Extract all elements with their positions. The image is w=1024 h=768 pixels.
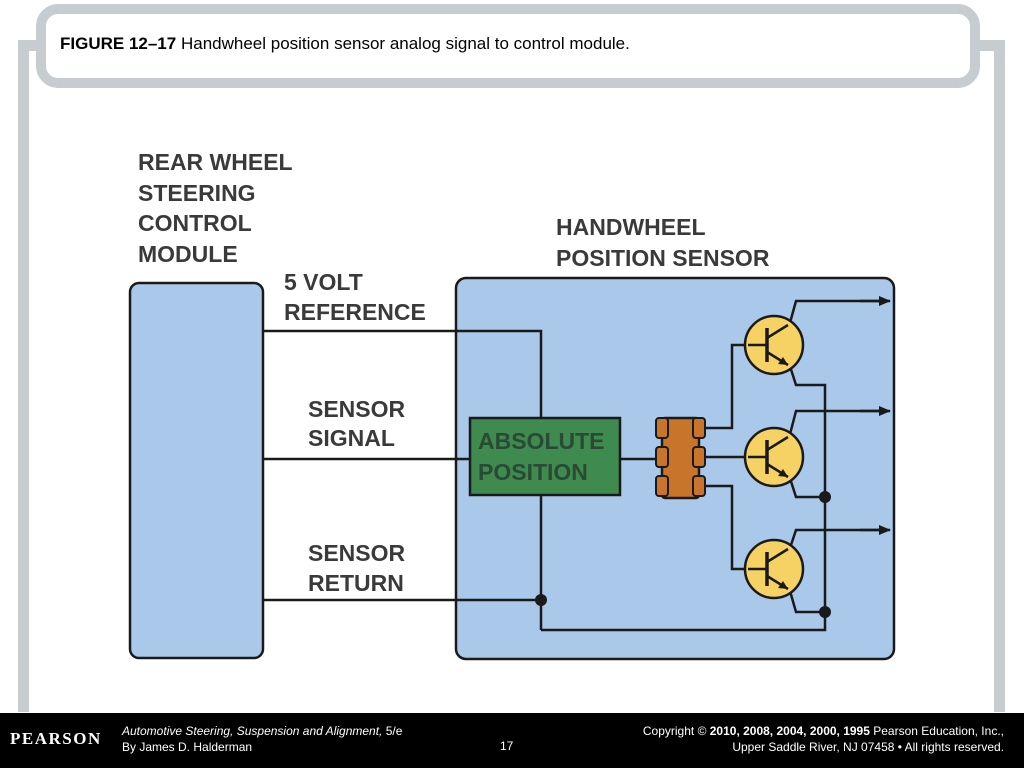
module-label-line4: MODULE — [138, 241, 238, 267]
reference-label-line2: REFERENCE — [284, 299, 426, 325]
signal-label-line1: SENSOR — [308, 396, 406, 422]
absolute-label-line1: ABSOLUTE — [478, 428, 605, 454]
transistor-1 — [743, 314, 805, 376]
figure-title: FIGURE 12–17 Handwheel position sensor a… — [60, 34, 630, 54]
figure-number: FIGURE 12–17 — [60, 34, 177, 53]
transistor-2 — [743, 426, 805, 488]
slide-frame-left — [18, 40, 29, 712]
pearson-logo: PEARSON — [10, 729, 102, 748]
junctions — [535, 491, 831, 618]
output-arrows — [860, 296, 891, 535]
copyright-notice: Copyright © 2010, 2008, 2004, 2000, 1995… — [643, 723, 1004, 755]
junction-return — [535, 594, 547, 606]
figure-caption: Handwheel position sensor analog signal … — [180, 34, 630, 53]
t1-emitter-wire — [786, 359, 827, 497]
reference-wire — [263, 329, 543, 418]
copyright-address: Upper Saddle River, NJ 07458 • All right… — [732, 740, 1004, 754]
slide-frame-corner-right — [970, 40, 1005, 51]
copyright-prefix: Copyright © — [642, 724, 710, 738]
module-label-line1: REAR WHEEL — [138, 149, 293, 175]
absolute-position-block — [468, 416, 622, 497]
sensor-label-line1: HANDWHEEL — [556, 214, 706, 240]
connector — [655, 416, 706, 500]
slide-frame-right — [994, 40, 1005, 712]
junction-ground-2 — [819, 606, 831, 618]
ground-bus-wire — [541, 497, 827, 632]
return-label-line1: SENSOR — [308, 540, 406, 566]
signal-label-line2: SIGNAL — [308, 425, 395, 451]
wires — [263, 299, 883, 632]
title-frame — [36, 4, 980, 88]
slide-footer: PEARSON Automotive Steering, Suspension … — [0, 713, 1024, 768]
book-citation: Automotive Steering, Suspension and Alig… — [122, 723, 402, 755]
transistor-3 — [743, 538, 805, 600]
book-author: By James D. Halderman — [122, 740, 253, 754]
book-edition: 5/e — [382, 724, 403, 738]
pin3-wire — [699, 484, 748, 571]
pin1-wire — [699, 343, 748, 430]
module-label-line2: STEERING — [138, 180, 256, 206]
reference-label-line1: 5 VOLT — [284, 269, 363, 295]
copyright-years: 2010, 2008, 2004, 2000, 1995 — [709, 724, 870, 738]
book-title: Automotive Steering, Suspension and Alig… — [122, 724, 383, 738]
absolute-label-line2: POSITION — [478, 459, 588, 485]
page-number: 17 — [500, 739, 514, 753]
slide-frame-corner-left — [18, 40, 46, 51]
junction-ground-1 — [819, 491, 831, 503]
t2-out-wire — [786, 409, 883, 443]
return-label-line2: RETURN — [308, 570, 404, 596]
copyright-holder: Pearson Education, Inc., — [869, 724, 1004, 738]
control-module-box — [128, 281, 265, 660]
module-label-line3: CONTROL — [138, 210, 252, 236]
sensor-label-line2: POSITION SENSOR — [556, 245, 770, 271]
